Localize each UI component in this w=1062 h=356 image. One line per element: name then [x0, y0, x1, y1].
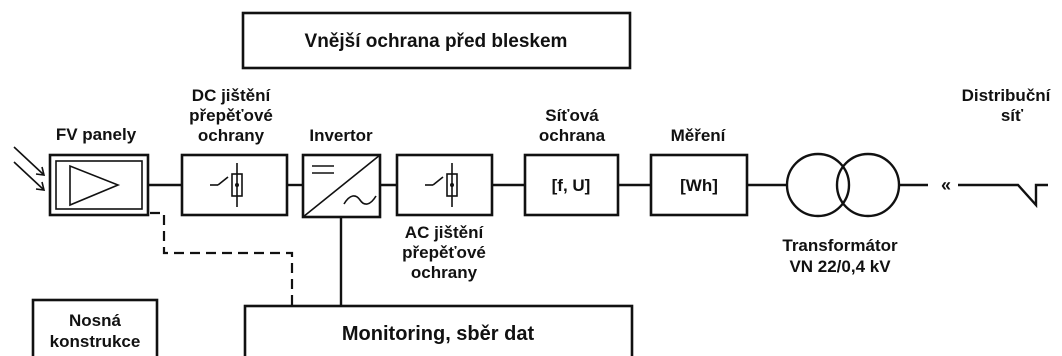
- ac-protection-label-line1: AC jištění: [405, 223, 485, 242]
- dc-protection-label-line2: přepěťové: [189, 106, 273, 125]
- monitoring-box: [243, 304, 634, 356]
- pv-panel-box: [48, 153, 150, 217]
- ac-protection-box: [395, 153, 494, 217]
- surge-arrester-icon: [210, 163, 243, 207]
- surge-arrester-icon: [425, 163, 458, 207]
- metering-label: Měření: [671, 126, 727, 145]
- pv-panel-inner-frame: [55, 160, 143, 210]
- support-structure-label-line1: Nosná: [69, 311, 122, 330]
- monitoring-label: Monitoring, sběr dat: [342, 323, 535, 345]
- transformer-block: Transformátor VN 22/0,4 kV: [782, 152, 901, 276]
- dc-protection-box: [180, 153, 289, 217]
- sunlight-arrows-icon: [13, 146, 46, 191]
- grid-line-symbol-icon: [958, 183, 1048, 209]
- inverter-symbol-icon: [302, 154, 381, 218]
- support-structure-block: Nosná konstrukce: [31, 298, 159, 356]
- grid-protection-label-line2: ochrana: [539, 126, 606, 145]
- grid-arrow-icon: «: [941, 175, 951, 195]
- support-structure-label-line2: konstrukce: [50, 332, 141, 351]
- ac-protection-label-line2: přepěťové: [402, 243, 486, 262]
- transformer-label-line1: Transformátor: [782, 236, 898, 255]
- metering-block: Měření [Wh]: [649, 126, 749, 217]
- grid-protection-value: [f, U]: [552, 176, 591, 195]
- lightning-protection-box: [241, 11, 632, 70]
- pv-panel-block: FV panely: [48, 125, 150, 217]
- ac-protection-label-line3: ochrany: [411, 263, 478, 282]
- distribution-grid-label-line2: síť: [1001, 106, 1024, 125]
- lightning-protection-block: Vnější ochrana před bleskem: [241, 11, 632, 70]
- grid-protection-block: Síťová ochrana [f, U]: [523, 106, 620, 217]
- dc-protection-label-line1: DC jištění: [192, 86, 272, 105]
- pv-panels-label: FV panely: [56, 125, 137, 144]
- pv-monitoring-dashed-link: [150, 211, 294, 306]
- metering-value: [Wh]: [680, 176, 718, 195]
- monitoring-block: Monitoring, sběr dat: [243, 304, 634, 356]
- transformer-primary-coil-icon: [785, 152, 851, 218]
- inverter-block: Invertor: [301, 126, 382, 219]
- metering-box: [649, 153, 749, 217]
- inverter-label: Invertor: [309, 126, 373, 145]
- support-structure-box: [31, 298, 159, 356]
- distribution-grid-block: Distribuční síť «: [941, 86, 1052, 209]
- dc-protection-block: DC jištění přepěťové ochrany: [180, 86, 289, 217]
- distribution-grid-label-line1: Distribuční: [962, 86, 1052, 105]
- grid-protection-box: [523, 153, 620, 217]
- dc-protection-label-line3: ochrany: [198, 126, 265, 145]
- transformer-secondary-coil-icon: [835, 152, 901, 218]
- ac-protection-block: AC jištění přepěťové ochrany: [395, 153, 494, 282]
- transformer-label-line2: VN 22/0,4 kV: [789, 257, 891, 276]
- grid-protection-label-line1: Síťová: [545, 106, 599, 125]
- pv-panel-diode-icon: [69, 164, 121, 207]
- lightning-protection-label: Vnější ochrana před bleskem: [305, 31, 568, 52]
